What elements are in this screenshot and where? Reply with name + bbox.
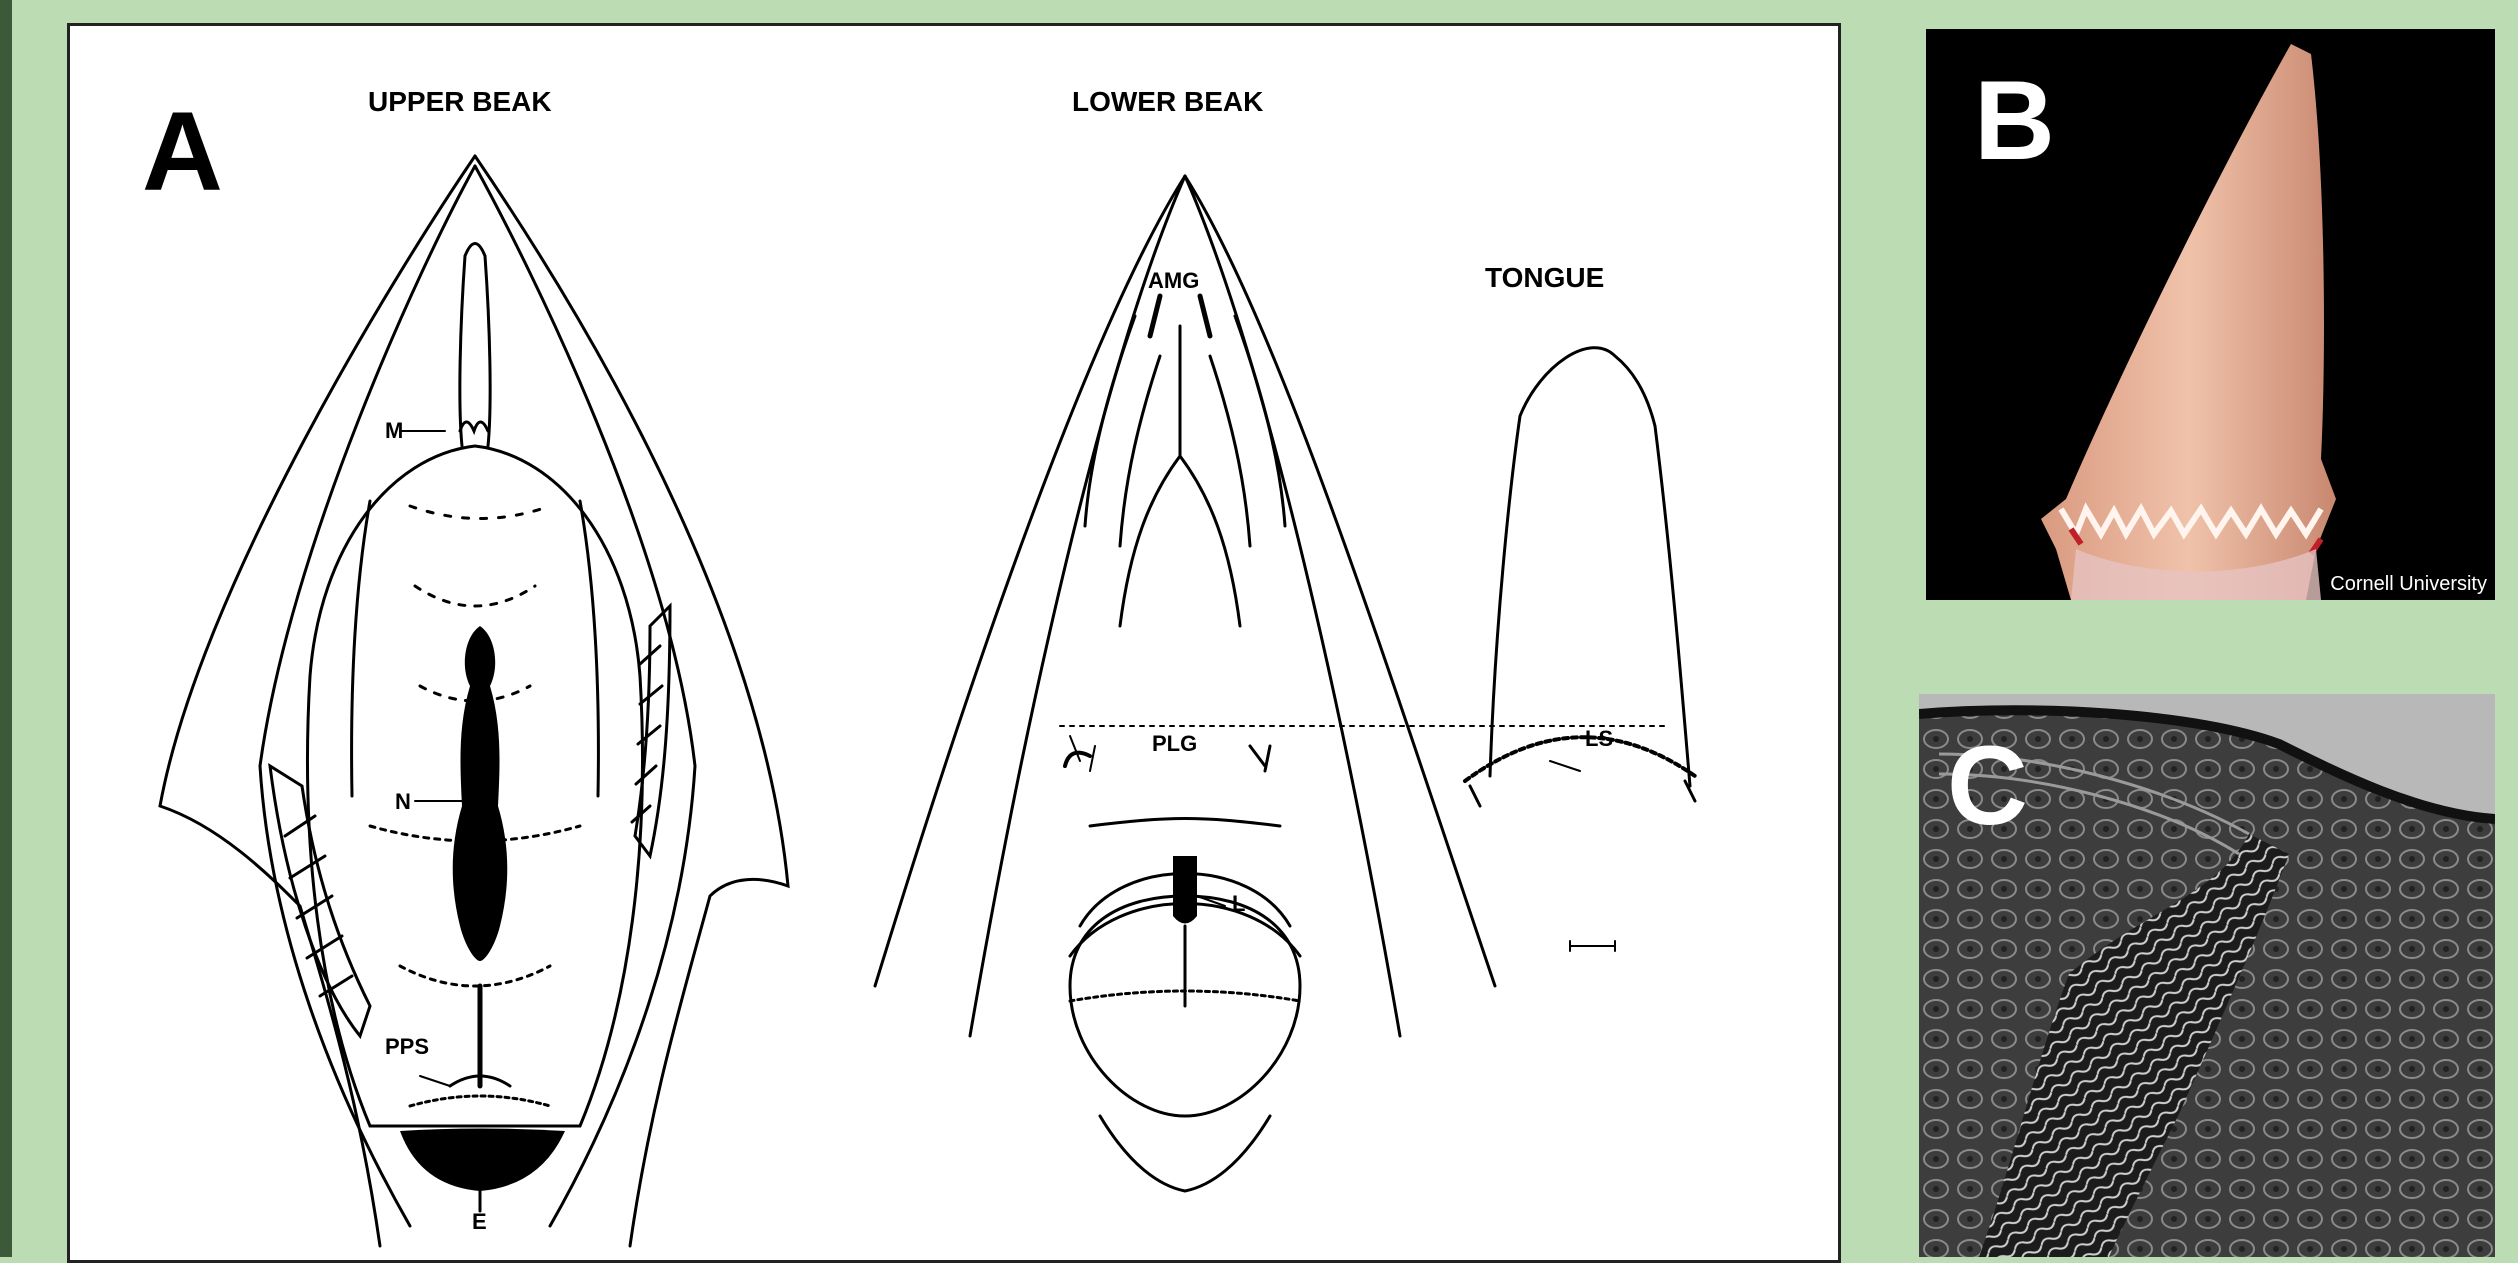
panel-a-diagram: A bbox=[67, 23, 1841, 1263]
panel-c-label: C bbox=[1947, 730, 2028, 842]
label-m: M bbox=[385, 418, 403, 443]
upper-beak-drawing bbox=[160, 156, 788, 1246]
label-amg: AMG bbox=[1148, 268, 1199, 293]
photo-credit: Cornell University bbox=[2330, 573, 2487, 596]
label-e: E bbox=[472, 1209, 487, 1234]
panel-c-micrograph: C bbox=[1919, 694, 2495, 1257]
label-ls: LS bbox=[1585, 726, 1613, 751]
lower-beak-drawing bbox=[875, 176, 1670, 1191]
lower-beak-title: LOWER BEAK bbox=[1072, 86, 1263, 117]
upper-beak-title: UPPER BEAK bbox=[368, 86, 552, 117]
label-pps: PPS bbox=[385, 1034, 429, 1059]
label-n: N bbox=[395, 789, 411, 814]
beak-diagram-svg: UPPER BEAK LOWER BEAK TONGUE M N PPS E A… bbox=[70, 26, 1841, 1263]
window-edge bbox=[0, 0, 12, 1257]
label-l: L bbox=[1232, 891, 1245, 916]
tongue-title: TONGUE bbox=[1485, 262, 1604, 293]
panel-b-label: B bbox=[1974, 65, 2055, 177]
label-plg: PLG bbox=[1152, 731, 1197, 756]
tongue-drawing bbox=[1465, 348, 1695, 951]
panel-b-photo: B Cornell University bbox=[1926, 29, 2495, 600]
